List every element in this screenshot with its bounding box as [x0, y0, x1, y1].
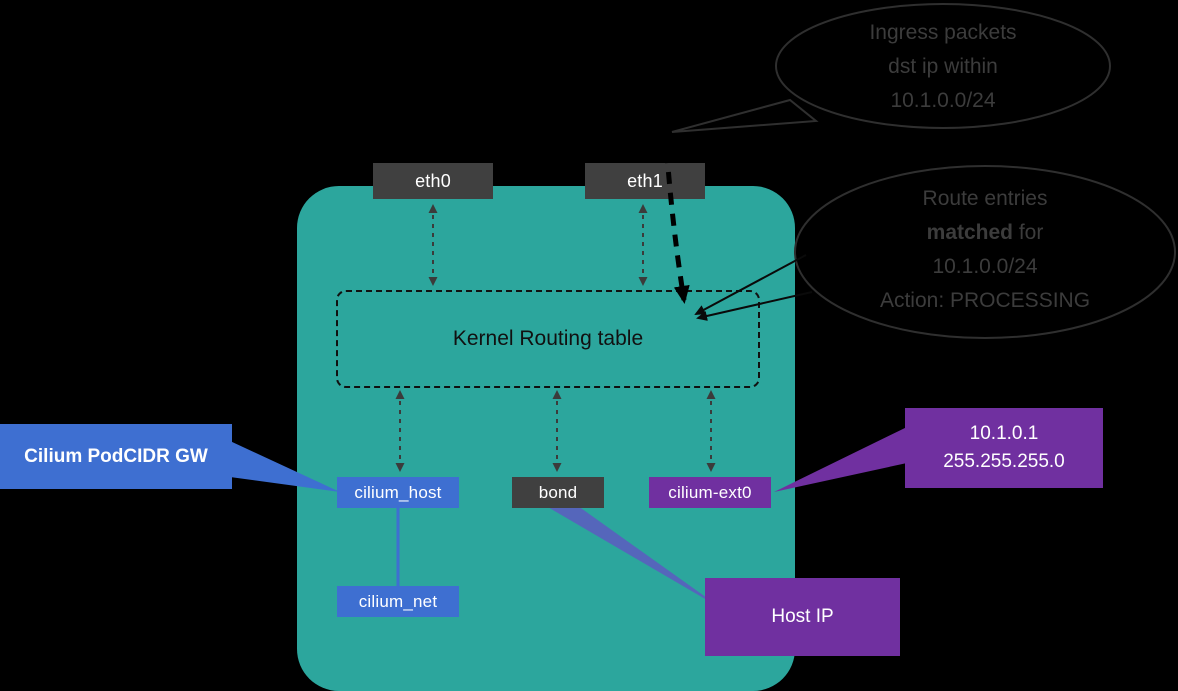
cilium-ext0-box: cilium-ext0 — [649, 477, 771, 508]
route-line3: 10.1.0.0/24 — [932, 255, 1038, 278]
host-ip-callout: Host IP — [705, 578, 900, 656]
ext0-ip-callout: 10.1.0.1 255.255.255.0 — [905, 408, 1103, 488]
eth0-box: eth0 — [373, 163, 493, 199]
eth1-label: eth1 — [627, 170, 663, 191]
cilium-host-label: cilium_host — [354, 482, 442, 502]
cilium-ext0-label: cilium-ext0 — [668, 482, 752, 502]
route-line4: Action: PROCESSING — [879, 289, 1091, 312]
host-ip-label: Host IP — [771, 606, 834, 627]
cilium-net-label: cilium_net — [358, 591, 438, 611]
route-line2: matched for — [820, 216, 1150, 250]
bond-label: bond — [538, 482, 578, 502]
podcidr-gw-label: Cilium PodCIDR GW — [24, 445, 208, 467]
bond-box: bond — [512, 477, 604, 508]
eth0-label: eth0 — [415, 170, 451, 191]
eth1-box: eth1 — [585, 163, 705, 199]
route-line2-rest: for — [1018, 221, 1044, 244]
cilium-host-box: cilium_host — [337, 477, 459, 508]
ext0-ip-line2: 255.255.255.0 — [943, 451, 1065, 472]
ingress-line2: dst ip within — [888, 55, 998, 78]
podcidr-gw-callout: Cilium PodCIDR GW — [0, 424, 232, 489]
kernel-routing-table-label: Kernel Routing table — [452, 327, 644, 350]
kernel-routing-table: Kernel Routing table — [336, 290, 760, 388]
ext0-ip-line1: 10.1.0.1 — [969, 423, 1039, 444]
cilium-net-box: cilium_net — [337, 586, 459, 617]
ingress-line1: Ingress packets — [869, 21, 1017, 44]
route-bubble-text: Route entries matched for 10.1.0.0/24 Ac… — [820, 182, 1150, 318]
route-line1: Route entries — [922, 187, 1048, 210]
ingress-line3: 10.1.0.0/24 — [890, 89, 996, 112]
route-line2-bold: matched — [926, 221, 1013, 244]
ingress-bubble-text: Ingress packets dst ip within 10.1.0.0/2… — [793, 16, 1093, 118]
